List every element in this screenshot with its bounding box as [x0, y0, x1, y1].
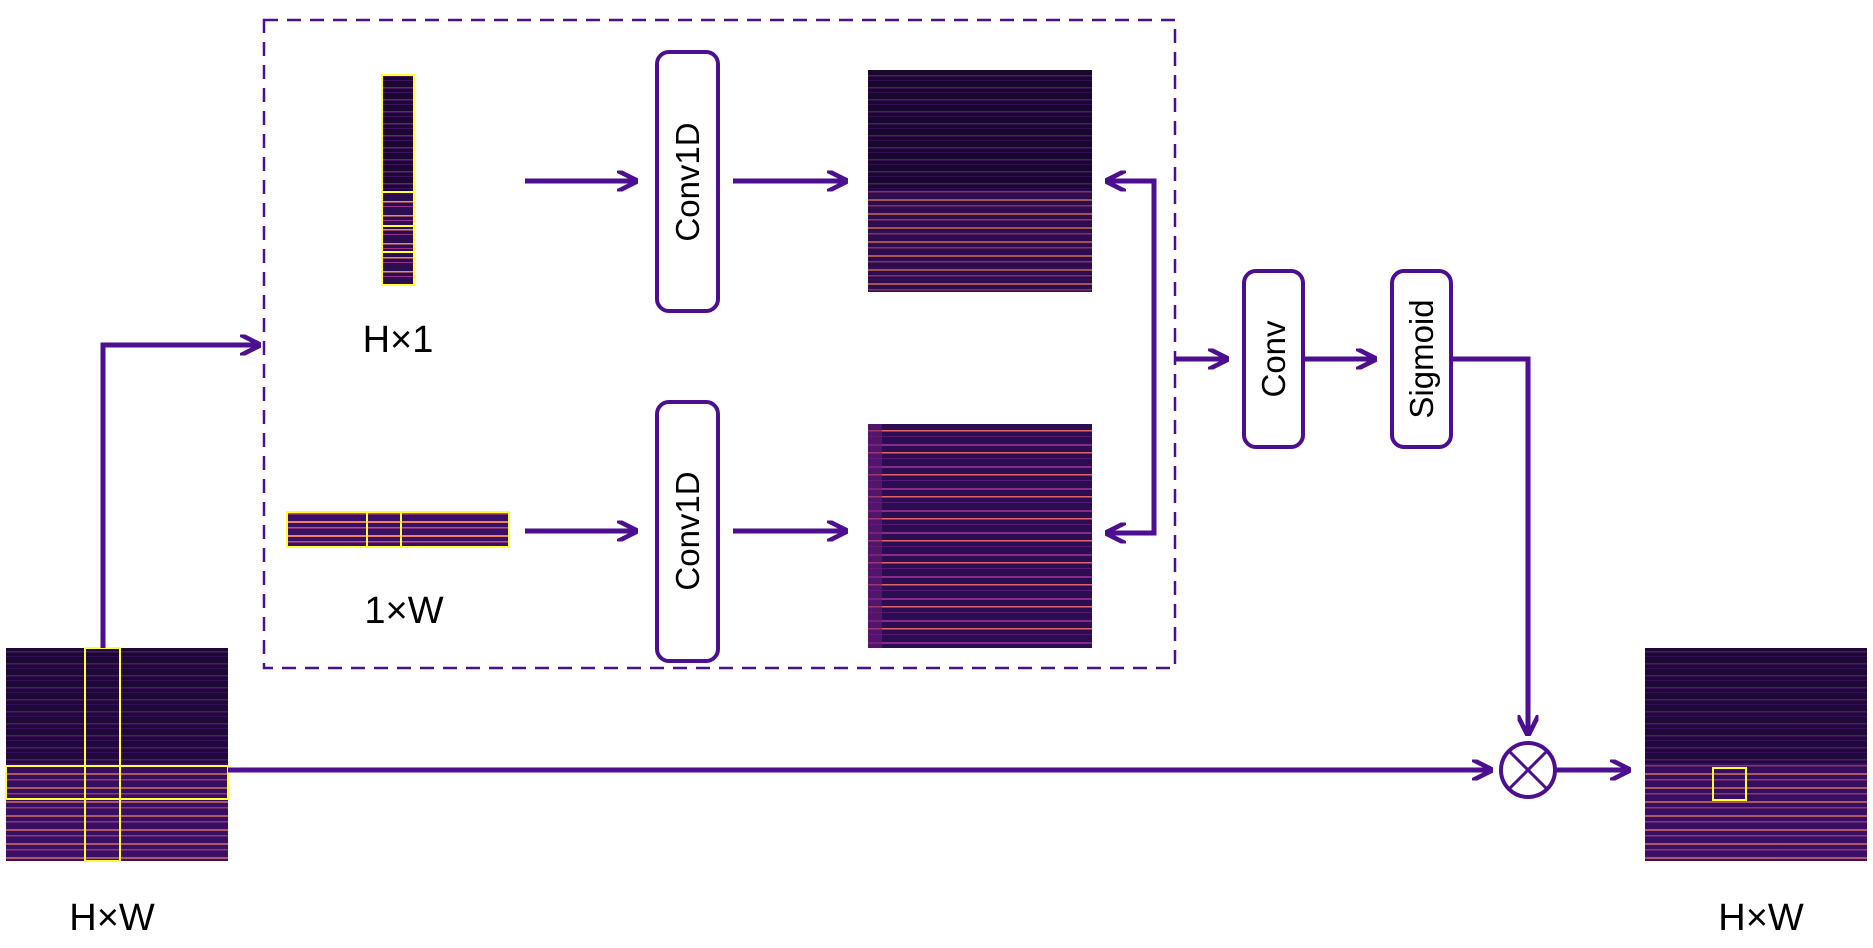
output-size-label: H×W [1718, 897, 1804, 939]
output-pixel-highlight [1712, 767, 1747, 801]
row-pool-size-label: 1×W [364, 590, 443, 632]
column-feature-map [868, 70, 1092, 292]
arrow-input-to-module [100, 345, 258, 648]
conv1d-top-block: Conv1D [655, 50, 720, 313]
input-size-label: H×W [69, 897, 155, 939]
sigmoid-label: Sigmoid [1403, 299, 1440, 418]
sigmoid-block: Sigmoid [1390, 269, 1453, 449]
input-feature-map [5, 647, 229, 862]
conv1d-top-label: Conv1D [669, 122, 706, 241]
conv1d-bottom-label: Conv1D [669, 471, 706, 590]
conv-label: Conv [1255, 320, 1292, 398]
output-feature-map [1645, 648, 1867, 861]
multiply-operator [1499, 741, 1557, 799]
row-feature-map [868, 424, 1092, 648]
arrow-sigmoid-to-multiply [1451, 356, 1528, 733]
conv1d-bottom-block: Conv1D [655, 400, 720, 663]
column-pool-strip [381, 74, 415, 286]
conv-block: Conv [1242, 269, 1305, 449]
arrow-merge-to-column-map [1108, 181, 1157, 359]
row-pool-strip [286, 511, 510, 548]
input-row-highlight [5, 765, 229, 800]
arrow-merge-to-row-map [1108, 359, 1157, 533]
column-pool-size-label: H×1 [363, 319, 434, 361]
module-frame [262, 18, 1177, 670]
